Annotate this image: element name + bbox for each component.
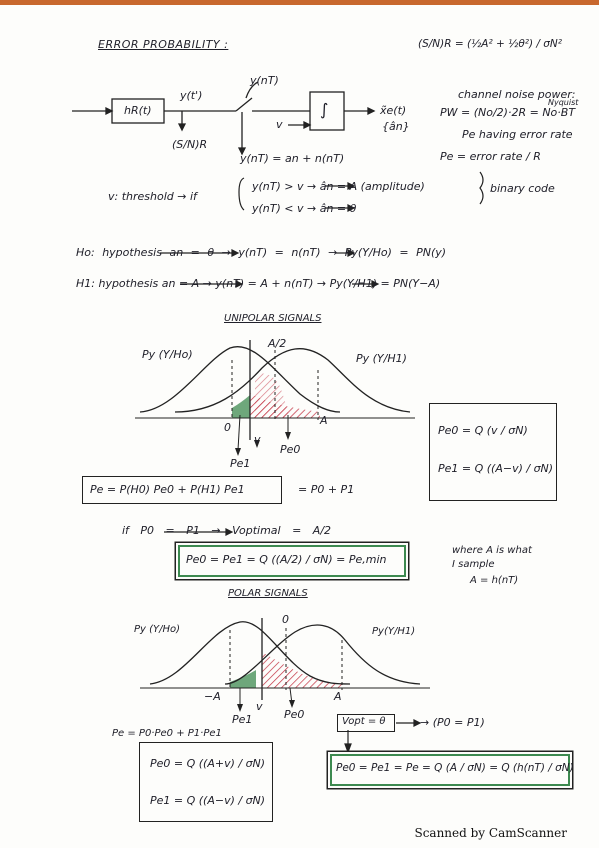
pe0-red-shade-polar (262, 652, 342, 688)
sample-equation: y(nT) = an + n(nT) (240, 152, 345, 165)
polar-pe1: Pe1 (232, 713, 253, 726)
pe1-green-shade-polar (230, 670, 256, 688)
pe-total: Pe = P(H0) Pe0 + P(H1) Pe1 (90, 483, 245, 496)
polar-minus-A: −A (204, 690, 221, 703)
hypothesis-h0: Ho: hypothesis an = θ → y(nT) = n(nT) → … (76, 246, 447, 259)
unipolar-A: A (320, 414, 328, 427)
pe1-green-shade (232, 395, 250, 418)
polar-pe1-formula: Pe1 = Q ((A−v) / σN) (150, 794, 266, 807)
pe-eq: Pe = error rate / R (440, 150, 541, 163)
page-title: ERROR PROBABILITY : (98, 38, 229, 51)
pe1-formula: Pe1 = Q ((A−v) / σN) (438, 462, 554, 475)
polar-pe0: Pe0 (284, 708, 305, 721)
unipolar-heading: UNIPOLAR SIGNALS (224, 313, 322, 324)
unipolar-mid-label: A/2 (268, 337, 287, 350)
unipolar-v: v (254, 433, 261, 446)
unipolar-result-box (178, 545, 406, 577)
decision-brace (238, 177, 245, 211)
pe-total-rhs: = P0 + P1 (298, 483, 355, 496)
estimate-label: x̃e(t) (380, 104, 407, 117)
unipolar-right-curve: Py (Y/H1) (356, 352, 407, 365)
output-label: y(t') (180, 89, 203, 102)
polar-heading: POLAR SIGNALS (228, 588, 308, 599)
polar-v: v (256, 700, 263, 713)
polar-A: A (334, 690, 342, 703)
vopt-box (337, 714, 395, 732)
unipolar-pe1: Pe1 (230, 457, 251, 470)
nyquist-note: Nyquist (548, 98, 579, 107)
filter-label: hR(t) (124, 104, 152, 117)
polar-plot (140, 618, 430, 712)
block-diagram (72, 81, 376, 156)
hypothesis-h1: H1: hypothesis an = A → y(nT) = A + n(nT… (76, 277, 441, 290)
sample-note-1: where A is what (452, 545, 532, 556)
unipolar-plot (135, 340, 415, 456)
unipolar-result: Pe0 = Pe1 = Q ((A/2) / σN) = Pe,min (186, 553, 387, 566)
unipolar-pe0: Pe0 (280, 443, 301, 456)
input-arrow (105, 106, 114, 116)
decision-rule-1: y(nT) > v → ân = A (amplitude) (252, 180, 425, 193)
vopt-condition: → (P0 = P1) (420, 716, 485, 729)
polar-pe0-formula: Pe0 = Q ((A+v) / σN) (150, 757, 266, 770)
unipolar-left-curve: Py (Y/Ho) (142, 348, 193, 361)
sample-pointer (245, 81, 259, 99)
sample-label: y(nT) (250, 74, 279, 87)
curve-h1 (174, 348, 411, 413)
top-color-bar (0, 0, 599, 5)
pe0-formula: Pe0 = Q (v / σN) (438, 424, 528, 437)
optimal-threshold: if P0 = P1 → Voptimal = A/2 (122, 524, 332, 537)
decision-arrows (238, 171, 484, 212)
binary-code-note: binary code (490, 182, 555, 195)
threshold-label: v (276, 118, 283, 131)
threshold-desc: v: threshold → if (108, 190, 197, 203)
polar-result: Pe0 = Pe1 = Pe = Q (A / σN) = Q (h(nT) /… (336, 762, 574, 774)
polar-result-box (330, 754, 570, 786)
unipolar-zero: 0 (224, 421, 231, 434)
channel-noise-eq: PW = (No/2)·2R = No·BT (440, 106, 576, 119)
pe-total-box (82, 476, 282, 504)
sampler-switch (235, 97, 253, 112)
polar-pe-total: Pe = P0·Pe0 + P1·Pe1 (112, 728, 222, 739)
scanner-watermark: Scanned by CamScanner (414, 826, 567, 840)
polar-q-box (139, 742, 273, 822)
polar-curve-h0 (149, 621, 351, 685)
sample-note-3: A = h(nT) (470, 575, 519, 586)
snr-formula: (S/N)R = (½A² + ½θ²) / σN² (418, 38, 562, 50)
channel-noise-title: channel noise power: (458, 88, 576, 101)
snr-label: (S/N)R (172, 138, 208, 151)
polar-left-curve: Py (Y/Ho) (134, 624, 181, 635)
binary-brace (479, 171, 484, 205)
vopt-label: Vopt = θ (342, 716, 386, 727)
integrator-label: ∫ (320, 100, 329, 119)
decision-rule-2: y(nT) < v → ân = θ (252, 202, 357, 215)
estimate-seq: {ân} (382, 120, 410, 133)
sample-note-2: I sample (452, 559, 495, 570)
polar-right-curve: Py(Y/H1) (372, 626, 416, 637)
unipolar-q-box (429, 403, 557, 501)
pe-desc: Pe having error rate (462, 128, 573, 141)
polar-zero: 0 (282, 613, 289, 626)
polar-curve-h1 (224, 624, 421, 685)
